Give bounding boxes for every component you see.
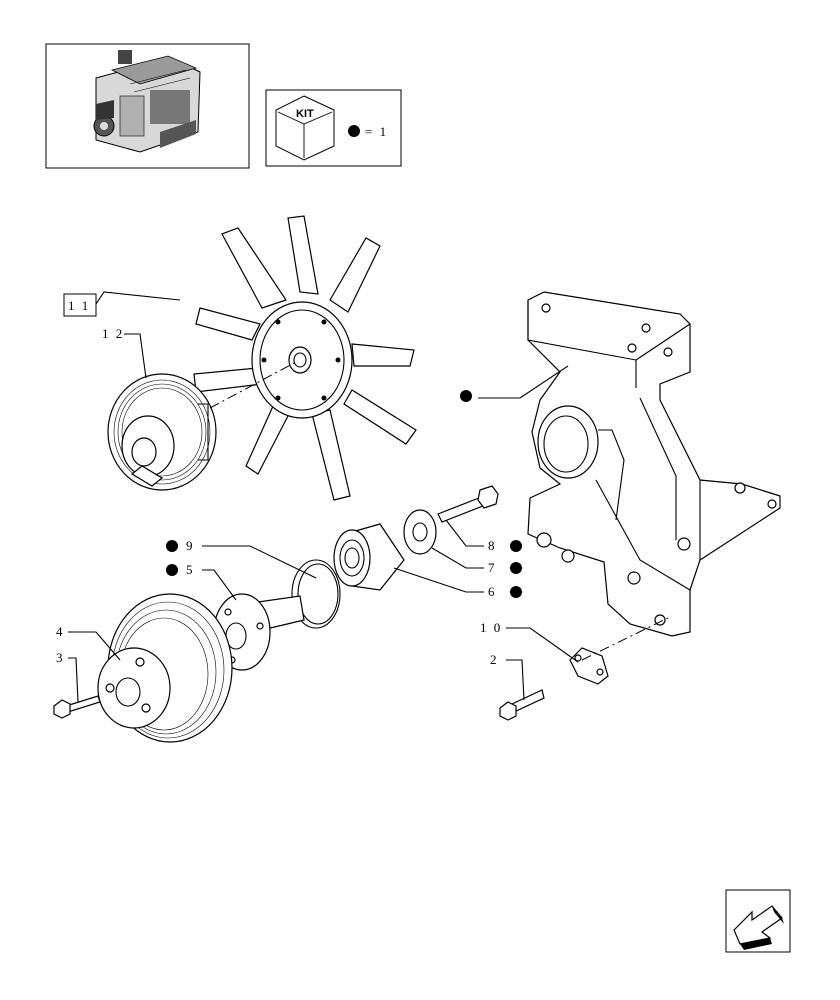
leader-lines xyxy=(68,291,579,703)
callout-5-label: 5 xyxy=(186,562,195,577)
callout-6-label: 6 xyxy=(488,584,497,599)
back-navigation-button[interactable] xyxy=(725,889,791,953)
back-arrow-icon xyxy=(733,905,784,950)
engine-thumbnail[interactable] xyxy=(45,43,250,169)
callout-9-label: 9 xyxy=(186,538,195,553)
bolt-3 xyxy=(53,695,101,719)
kit-bullet-9 xyxy=(166,540,178,552)
kit-bullet-bracket xyxy=(460,390,472,402)
callout-12-label: 1 2 xyxy=(102,326,124,341)
snap-ring-9 xyxy=(291,559,341,629)
fan-blade-assembly xyxy=(193,215,417,501)
kit-bullets xyxy=(166,390,522,598)
kit-bullet-6 xyxy=(510,586,522,598)
callout-7-label: 7 xyxy=(488,560,497,575)
water-pump-bracket xyxy=(527,291,781,637)
viscous-fan-clutch xyxy=(107,373,217,491)
bearing-6 xyxy=(333,523,405,591)
callout-3-label: 3 xyxy=(56,650,65,665)
bolt-2 xyxy=(499,689,545,721)
cover-plate-10 xyxy=(569,647,609,685)
kit-legend-text: = 1 xyxy=(365,124,388,139)
callout-11-label: 1 1 xyxy=(68,298,90,313)
kit-bullet-icon xyxy=(348,125,360,137)
washer-7 xyxy=(403,509,437,555)
kit-bullet-7 xyxy=(510,562,522,574)
kit-label: KIT xyxy=(296,108,314,120)
callout-10-label: 1 0 xyxy=(480,620,502,635)
callout-8-label: 8 xyxy=(488,538,497,553)
kit-bullet-8 xyxy=(510,540,522,552)
callout-2-label: 2 xyxy=(490,652,499,667)
callout-4-label: 4 xyxy=(56,624,65,639)
pulley-4 xyxy=(97,593,233,743)
bolt-8 xyxy=(437,485,499,523)
kit-icon xyxy=(275,95,335,161)
engine-icon xyxy=(93,50,201,153)
callout-11: 1 1 xyxy=(63,293,97,317)
kit-legend-box: KIT = 1 xyxy=(265,89,402,167)
kit-bullet-5 xyxy=(166,564,178,576)
